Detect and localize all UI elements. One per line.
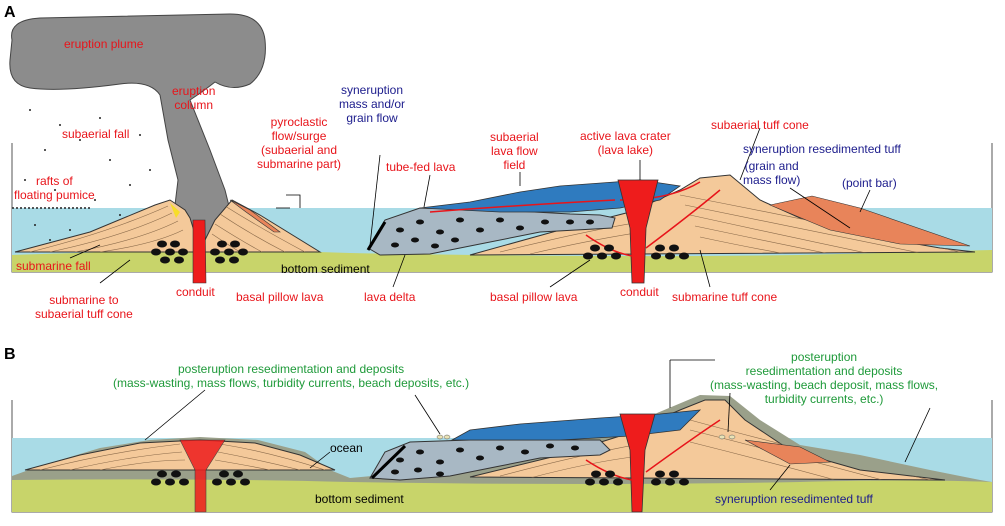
label-active-lava-crater: active lava crater (lava lake): [580, 129, 671, 157]
fall-dots-a: [24, 109, 151, 241]
conduit-a-left: [192, 219, 207, 284]
label-grain-mass: (grain and mass flow): [743, 159, 801, 187]
label-submarine-fall: submarine fall: [16, 259, 91, 273]
conduit-b-right: [619, 413, 656, 513]
label-syneruption-mass: syneruption mass and/or grain flow: [339, 83, 406, 125]
beach-deposits-b: [436, 434, 736, 440]
label-basal-pillow-right: basal pillow lava: [490, 290, 578, 304]
bottom-sediment-a: [12, 250, 992, 272]
leader-lines-a: [69, 127, 871, 288]
delta-front-a: [366, 221, 387, 251]
tuff-cone-b-left: [24, 439, 336, 471]
bottom-sediment-b: [12, 479, 992, 512]
lava-delta-b: [369, 439, 611, 481]
pyroclastic-flow-shape: [229, 199, 281, 233]
tuff-cone-a-right: [469, 174, 976, 256]
label-ocean: ocean: [330, 441, 363, 455]
tuff-cone-a-left: [14, 199, 322, 253]
label-conduit-right: conduit: [620, 285, 659, 299]
label-subaerial-lava-flow: subaerial lava flow field: [490, 130, 539, 172]
label-posteruption-right: posteruption resedimentation and deposit…: [710, 350, 939, 406]
pillow-lava-b-left: [151, 470, 250, 486]
conduit-b-left: [179, 439, 226, 513]
leader-lines-b: [144, 359, 931, 491]
label-lava-delta: lava delta: [364, 290, 416, 304]
delta-front-b: [370, 444, 407, 480]
label-rafts-pumice: rafts of floating pumice: [14, 174, 95, 202]
label-eruption-plume: eruption plume: [64, 37, 144, 51]
pillow-lava-a-left: [151, 240, 248, 264]
label-syneruption-resedimented-b: syneruption resedimented tuff: [715, 492, 873, 506]
resedimented-tuff-b: [744, 439, 832, 465]
label-eruption-column: eruption column: [172, 84, 216, 112]
label-bottom-sediment-a: bottom sediment: [281, 262, 370, 276]
label-submarine-to-subaerial: submarine to subaerial tuff cone: [35, 293, 133, 321]
label-submarine-tuff-cone: submarine tuff cone: [672, 290, 778, 304]
pillow-lava-b-right: [585, 470, 689, 486]
label-subaerial-fall: subaerial fall: [62, 127, 130, 141]
eruption-plume-shape: [9, 13, 266, 253]
label-bottom-sediment-b: bottom sediment: [315, 492, 404, 506]
lava-tube-a: [429, 199, 616, 213]
label-tube-fed: tube-fed lava: [386, 160, 456, 174]
conduit-a-right: [617, 179, 659, 284]
resedimented-tuff-a: [768, 195, 971, 247]
pillow-lava-a-right: [583, 244, 689, 260]
label-posteruption-left: posteruption resedimentation and deposit…: [113, 362, 470, 390]
label-conduit-left: conduit: [176, 285, 215, 299]
panel-label-a: A: [4, 4, 16, 21]
panel-label-b: B: [4, 346, 16, 363]
label-pyroclastic: pyroclastic flow/surge (subaerial and su…: [257, 115, 342, 171]
label-syneruption-resedimented: syneruption resedimented tuff: [743, 142, 901, 156]
label-point-bar: (point bar): [842, 176, 897, 190]
label-basal-pillow-left: basal pillow lava: [236, 290, 324, 304]
lava-flow-a: [419, 179, 682, 213]
label-subaerial-tuff-cone: subaerial tuff cone: [711, 118, 809, 132]
